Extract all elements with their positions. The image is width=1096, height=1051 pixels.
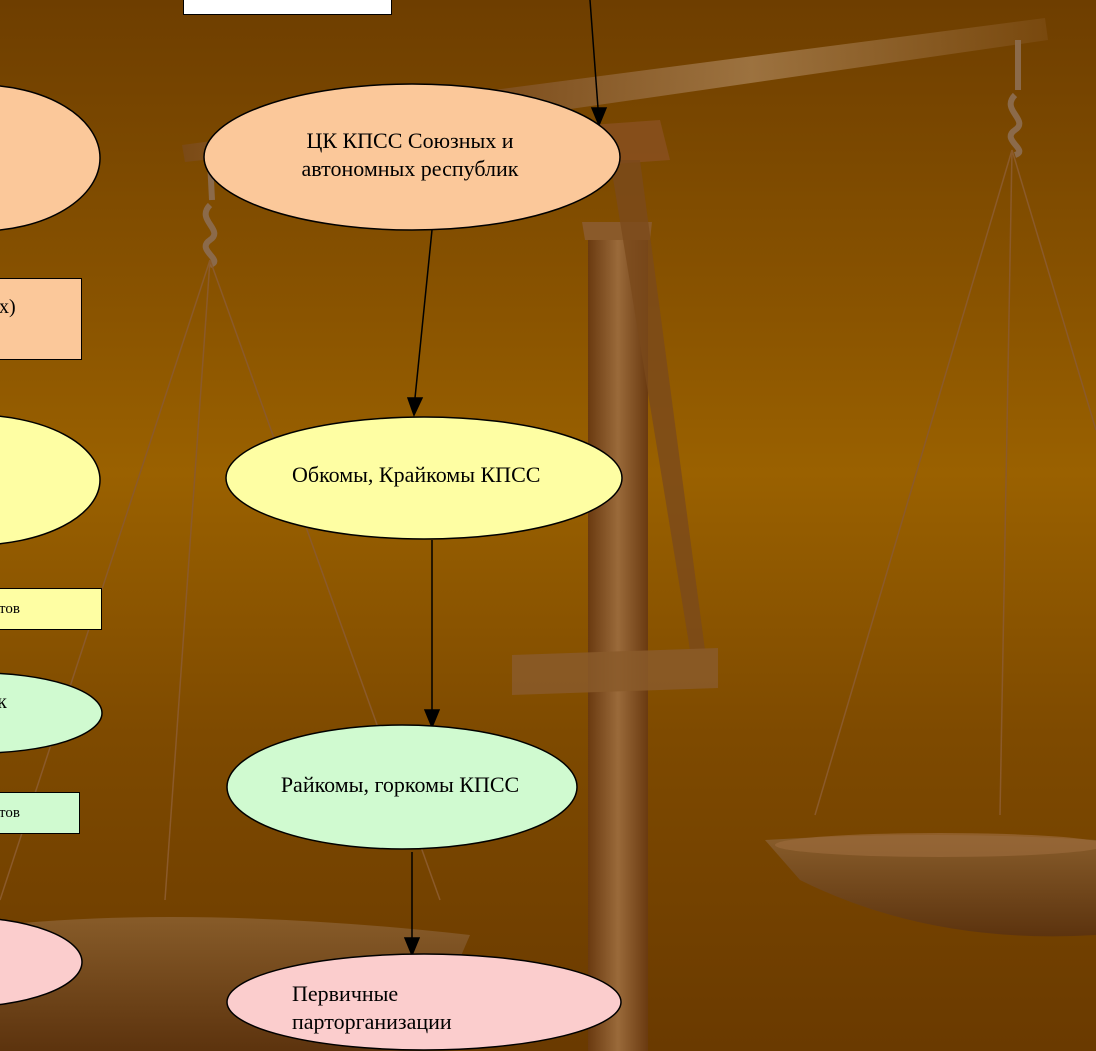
node-obkom: Обкомы, Крайкомы КПСС (292, 440, 562, 510)
node-primary: Первичные парторганизации (292, 980, 522, 1036)
right-pan (765, 835, 1096, 937)
node-raikom-label: Райкомы, горкомы КПСС (280, 772, 520, 797)
left-green-box-label: тов (0, 805, 20, 821)
right-hook (1007, 40, 1023, 158)
left-yellow-box: тов (0, 588, 102, 630)
scale-brace (610, 160, 705, 650)
right-pan-rim (775, 833, 1096, 857)
left-yellow-ellipse (0, 415, 101, 545)
ellipse-obkom-shape (225, 416, 623, 540)
left-peach-ellipse (0, 85, 101, 231)
ellipse-ck-republic-shape (203, 83, 621, 231)
ellipse-primary-shape (226, 953, 622, 1051)
connector-arrows (403, 0, 608, 957)
node-ck-republic: ЦК КПСС Союзных и автономных республик (250, 110, 570, 200)
left-green-ellipse (0, 672, 103, 754)
left-green-ellipse-label: к (0, 691, 7, 713)
node-ck-republic-label: ЦК КПСС Союзных и автономных республик (301, 128, 519, 181)
scale-beam (455, 18, 1048, 125)
left-pink-ellipse (0, 918, 83, 1006)
node-obkom-label: Обкомы, Крайкомы КПСС (292, 462, 541, 487)
left-yellow-box-label: тов (0, 601, 20, 617)
node-primary-label: Первичные парторганизации (292, 981, 452, 1034)
scale-base (512, 648, 718, 695)
node-raikom: Райкомы, горкомы КПСС (265, 750, 535, 820)
scale-pillar (588, 225, 648, 1051)
left-green-ellipse-label-wrap: к (0, 688, 12, 716)
right-strings (814, 149, 1096, 816)
left-peach-box: х) (0, 278, 82, 360)
ellipse-raikom-shape (226, 724, 578, 850)
left-green-box: тов (0, 792, 80, 834)
left-peach-box-label: х) (0, 296, 16, 318)
top-box (183, 0, 392, 15)
